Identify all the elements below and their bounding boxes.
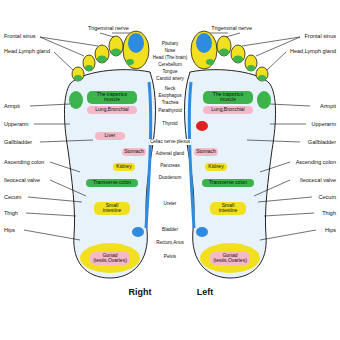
organ-label: Gonad (testis,Ovaries) <box>213 252 247 264</box>
organ-zone: Liver <box>95 132 125 140</box>
reflex-point-label: Trachea <box>161 100 180 105</box>
reflex-point-label: Thyroid <box>161 121 178 126</box>
reflex-point-label: Duodenum <box>158 175 182 180</box>
organ-zone: Small intestine <box>210 202 246 215</box>
reflex-point-label: Pelvis <box>163 254 177 259</box>
foot-caption: Right <box>129 287 152 297</box>
reflex-point-label: Neck <box>164 86 176 91</box>
callout-label: Thigh <box>322 210 336 216</box>
callout-label: Trigeminal nerve <box>88 25 129 31</box>
reflex-point-label: Parathyroid <box>157 108 183 113</box>
organ-label: The trapezius muscle <box>213 91 243 103</box>
organ-label: Lung,Bronchial <box>95 106 128 112</box>
organ-label: Stomach <box>124 148 144 154</box>
reflex-point-label: Nose <box>164 48 177 53</box>
callout-label: Armpit <box>320 103 336 109</box>
reflex-point-label: Esophagus <box>158 93 183 98</box>
organ-zone: Transverse colon <box>86 179 138 187</box>
callout-label: Ascending colon <box>296 159 336 165</box>
callout-label: Ascending colon <box>4 159 44 165</box>
callout-label: Upperarm <box>4 121 28 127</box>
organ-zone: Lung,Bronchial <box>87 106 137 114</box>
reflex-point-label: Pancreas <box>159 163 180 168</box>
callout-label: Head,Lymph gland <box>290 48 336 54</box>
callout-label: Hips <box>325 227 336 233</box>
callout-label: Armpit <box>4 103 20 109</box>
organ-label: Transverse colon <box>209 179 247 185</box>
callout-label: Head,Lymph gland <box>4 48 50 54</box>
reflex-point-label: Adrenal gland <box>155 151 185 156</box>
callout-label: Ileocecal valve <box>4 177 40 183</box>
organ-zone: Kidney <box>113 163 135 171</box>
organ-zone: Small intestine <box>94 202 130 215</box>
callout-label: Ileocecal valve <box>300 177 336 183</box>
organ-zone: Stomach <box>194 148 218 156</box>
organ-label: Liver <box>105 132 116 138</box>
organ-label: Small intestine <box>219 202 238 214</box>
reflex-point-label: Carotid artery <box>155 76 185 81</box>
reflex-point-label: Head (The brain) <box>152 55 189 60</box>
callout-label: Cecum <box>4 194 21 200</box>
organ-label: Kidney <box>116 163 131 169</box>
reflex-point-label: Tongue <box>161 69 178 74</box>
heart-zone <box>196 121 208 131</box>
organ-zone: Gonad (testis,Ovaries) <box>210 252 250 265</box>
organ-zone: Transverse colon <box>202 179 254 187</box>
organ-zone: The trapezius muscle <box>87 91 137 104</box>
reflex-point-label: Bladder <box>161 227 179 232</box>
foot-caption: Left <box>197 287 214 297</box>
reflex-point-label: Pituitary <box>161 41 180 46</box>
organ-label: Kidney <box>208 163 223 169</box>
callout-label: Gallbladder <box>4 139 32 145</box>
reflex-point-label: Celiac nerve plexus <box>149 139 191 144</box>
callout-label: Frontal sinus <box>305 33 337 39</box>
callout-label: Thigh <box>4 210 18 216</box>
organ-label: Stomach <box>196 148 216 154</box>
organ-label: Lung,Bronchial <box>211 106 244 112</box>
organ-label: Transverse colon <box>93 179 131 185</box>
organ-zone: The trapezius muscle <box>203 91 253 104</box>
organ-zone: Kidney <box>205 163 227 171</box>
callout-label: Frontal sinus <box>4 33 36 39</box>
reflex-point-label: Ureter <box>163 201 178 206</box>
organ-zone: Lung,Bronchial <box>203 106 253 114</box>
organ-label: Gonad (testis,Ovaries) <box>93 252 127 264</box>
callout-label: Cecum <box>319 194 336 200</box>
reflex-point-label: Rectum,Anus <box>155 240 185 245</box>
callout-label: Trigeminal nerve <box>211 25 252 31</box>
callout-label: Gallbladder <box>308 139 336 145</box>
organ-zone: Gonad (testis,Ovaries) <box>90 252 130 265</box>
left-foot-copy <box>185 31 317 278</box>
organ-label: The trapezius muscle <box>97 91 127 103</box>
right-foot-copy <box>24 31 156 278</box>
callout-label: Hips <box>4 227 15 233</box>
callout-label: Upperarm <box>312 121 336 127</box>
organ-zone: Stomach <box>122 148 146 156</box>
organ-label: Small intestine <box>103 202 122 214</box>
reflex-point-label: Cerebellum <box>157 62 183 67</box>
